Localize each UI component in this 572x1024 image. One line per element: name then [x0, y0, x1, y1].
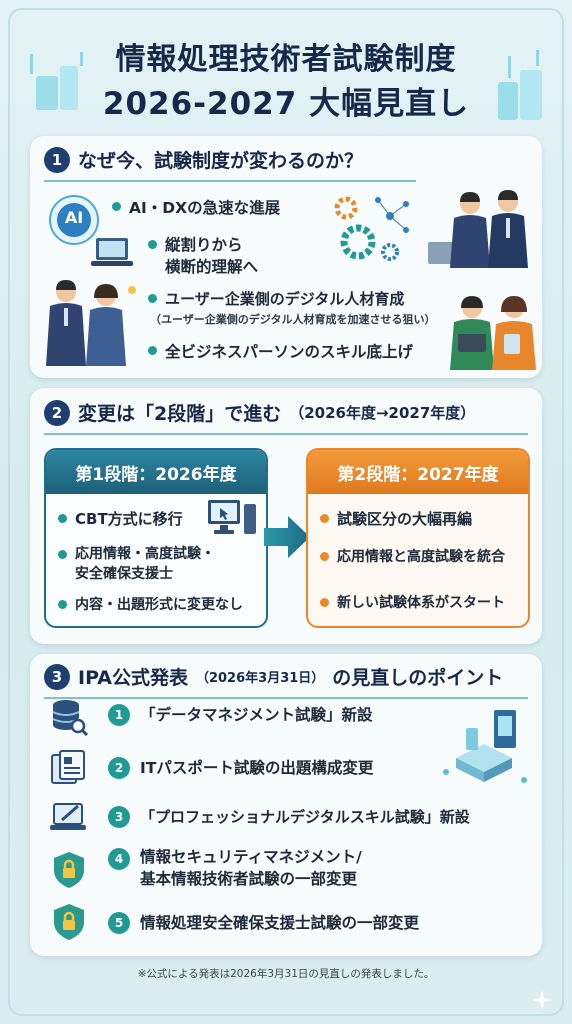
point-text-4-line1: 情報セキュリティマネジメント/ — [140, 848, 362, 866]
footer-note: ※公式による発表は2026年3月31日の見直しの発表しました。 — [137, 968, 435, 980]
section1-bullet-4: 全ビジネスパーソンのスキル底上げ — [148, 340, 413, 362]
stage1-item-1: CBT方式に移行 — [58, 508, 183, 529]
database-search-icon — [52, 700, 88, 736]
section2-title-sub: （2026年度→2027年度） — [289, 404, 476, 422]
stage1-item-3: 内容・出題形式に変更なし — [58, 594, 243, 614]
bullet-dot — [320, 552, 329, 561]
bullet-text: AI・DXの急速な進展 — [129, 199, 281, 217]
point-text-3: 「プロフェッショナルデジタルスキル試験」新設 — [140, 808, 470, 826]
point-row-5: 5 情報処理安全確保支援士試験の一部変更 — [50, 904, 420, 940]
stage2-card: 第2段階：2027年度 — [306, 448, 530, 628]
section3-number-badge: 3 — [44, 663, 70, 690]
stage1-item-2: 応用情報・高度試験・ 安全確保支援士 — [58, 544, 215, 584]
bullet-dot — [148, 346, 157, 355]
section3-underline — [44, 697, 528, 699]
server-glow-left-icon — [30, 52, 83, 110]
shield-lock-icon — [54, 904, 84, 940]
stage2-item-text: 応用情報と高度試験を統合 — [337, 549, 505, 565]
stage2-item-2: 応用情報と高度試験を統合 — [320, 546, 505, 566]
section2-title: 変更は「2段階」で進む — [78, 403, 282, 425]
section3-title: IPA公式発表 — [78, 667, 188, 689]
bullet-dot — [320, 598, 329, 607]
point-text-4: 情報セキュリティマネジメント/ 基本情報技術者試験の一部変更 — [140, 846, 362, 890]
bullet-text-line2: 横断的理解へ — [165, 258, 259, 276]
laptop-icon — [91, 238, 133, 266]
point-text-4-line2: 基本情報技術者試験の一部変更 — [140, 870, 358, 888]
section1-bullet-2: 縦割りから 横断的理解へ — [148, 234, 258, 278]
bullet-dot — [58, 514, 67, 523]
stage1-item-text: 内容・出題形式に変更なし — [75, 597, 243, 613]
bullet-dot — [58, 600, 67, 609]
stage1-item-line1: 応用情報・高度試験・ — [75, 546, 215, 562]
gears-network-icon — [334, 196, 409, 261]
bullet-text: ユーザー企業側のデジタル人材育成 — [165, 290, 405, 308]
section3-title-sub: （2026年3月31日） — [195, 671, 325, 686]
section1-bullet-1: AI・DXの急速な進展 — [112, 196, 280, 218]
laptop-pen-icon — [50, 803, 86, 830]
bullet-text-line1: 縦割りから — [165, 236, 243, 254]
stage1-item-text: 応用情報・高度試験・ 安全確保支援士 — [75, 544, 215, 584]
point-row-4: 4 情報セキュリティマネジメント/ 基本情報技術者試験の一部変更 — [50, 846, 362, 890]
point-row-2: 2 ITパスポート試験の出題構成変更 — [50, 750, 374, 784]
outer-frame — [8, 8, 564, 1016]
point-number-4: 4 — [108, 848, 130, 870]
stage2-item-text: 新しい試験体系がスタート — [337, 595, 505, 611]
section1-bullet-3-note: （ユーザー企業側のデジタル人材育成を加速させる狙い） — [150, 313, 436, 326]
ai-label: AI — [64, 208, 84, 227]
sparkle-icon — [532, 990, 552, 1010]
point-row-1: 1 「データマネジメント試験」新設 — [50, 700, 373, 736]
page-title-line1: 情報処理技術者試験制度 — [115, 42, 457, 77]
bullet-dot — [112, 202, 121, 211]
section2-heading: 2 変更は「2段階」で進む （2026年度→2027年度） — [44, 399, 475, 426]
ai-chip-icon — [49, 195, 99, 245]
section1-bullet-3: ユーザー企業側のデジタル人材育成 — [148, 288, 404, 309]
young-people-right-icon — [450, 296, 536, 370]
computer-icon — [208, 500, 256, 534]
stage1-item-line2: 安全確保支援士 — [75, 566, 173, 582]
bullet-dot — [148, 294, 157, 303]
server-glow-right-icon — [498, 50, 542, 120]
point-row-3: 3 「プロフェッショナルデジタルスキル試験」新設 — [50, 803, 470, 830]
point-text-5: 情報処理安全確保支援士試験の一部変更 — [140, 914, 420, 932]
bullet-dot — [148, 240, 157, 249]
stage2-item-1: 試験区分の大幅再編 — [320, 508, 472, 529]
point-number-3: 3 — [108, 806, 130, 828]
bullet-text: 全ビジネスパーソンのスキル底上げ — [165, 343, 414, 361]
section1-number-badge: 1 — [44, 146, 70, 173]
section1-heading: 1 なぜ今、試験制度が変わるのか？ — [44, 146, 363, 173]
business-people-left-icon — [46, 280, 136, 366]
stage1-item-text: CBT方式に移行 — [75, 510, 183, 528]
point-number-1: 1 — [108, 704, 130, 726]
point-number-2: 2 — [108, 757, 130, 779]
point-text-2: ITパスポート試験の出題構成変更 — [140, 759, 374, 777]
section3-title-tail: の見直しのポイント — [332, 667, 504, 689]
arrow-right-icon — [264, 516, 310, 558]
point-number-5: 5 — [108, 912, 130, 934]
section1-underline — [44, 180, 416, 182]
bullet-dot — [58, 550, 67, 559]
bullet-dot — [320, 514, 329, 523]
stage2-item-text: 試験区分の大幅再編 — [337, 510, 473, 528]
stage1-card: 第1段階：2026年度 — [44, 448, 268, 628]
stage2-item-3: 新しい試験体系がスタート — [320, 592, 505, 612]
bullet-text: 縦割りから 横断的理解へ — [165, 234, 258, 278]
section2-underline — [44, 433, 528, 435]
page-title-line2: 2026-2027 大幅見直し — [102, 86, 470, 122]
business-people-right-icon — [428, 190, 528, 268]
isometric-server-icon — [443, 710, 527, 783]
section3-heading: 3 IPA公式発表 （2026年3月31日） の見直しのポイント — [44, 663, 503, 690]
point-text-1: 「データマネジメント試験」新設 — [140, 706, 373, 724]
stage1-header: 第1段階：2026年度 — [46, 450, 266, 494]
shield-lock-icon — [54, 852, 84, 888]
document-icon — [51, 750, 85, 784]
stage2-header: 第2段階：2027年度 — [308, 450, 528, 494]
section1-title: なぜ今、試験制度が変わるのか？ — [78, 150, 364, 172]
section2-number-badge: 2 — [44, 399, 70, 426]
